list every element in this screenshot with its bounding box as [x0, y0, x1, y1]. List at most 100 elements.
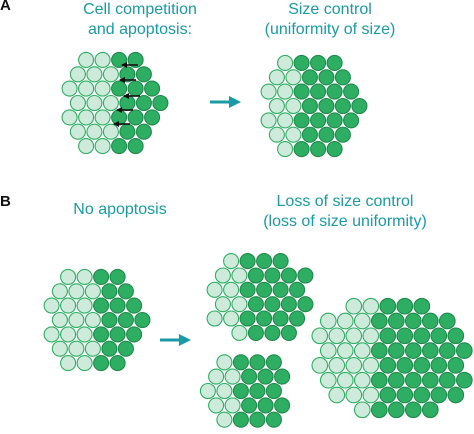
winner-cell [289, 281, 306, 298]
winner-cell [430, 386, 448, 404]
cluster-b-small-top [206, 253, 314, 341]
winner-cell [455, 342, 473, 359]
winner-cell [135, 123, 152, 140]
winner-cell [379, 297, 397, 315]
winner-cell [249, 411, 266, 428]
winner-cell [280, 267, 297, 284]
loser-cell [268, 126, 285, 143]
winner-cell [232, 411, 249, 428]
winner-cell [387, 371, 405, 389]
winner-cell [117, 340, 134, 357]
winner-cell [109, 355, 126, 372]
loser-cell [362, 327, 380, 345]
winner-cell [127, 80, 144, 97]
winner-cell [447, 386, 465, 404]
winner-cell [326, 112, 343, 129]
winner-cell [127, 138, 144, 155]
loser-cell [102, 66, 119, 83]
winner-cell [396, 386, 414, 404]
loser-cell [69, 94, 86, 112]
loser-cell [224, 397, 241, 414]
loser-cell [345, 297, 363, 315]
winner-cell [232, 382, 249, 400]
loser-cell [268, 69, 285, 86]
winner-cell [109, 297, 126, 314]
winner-cell [379, 386, 397, 404]
loser-cell [69, 66, 86, 83]
winner-cell [127, 51, 144, 68]
winner-cell [274, 397, 291, 414]
winner-cell [249, 354, 266, 371]
loser-cell [76, 355, 93, 372]
winner-cell [257, 368, 274, 385]
loser-cell [268, 97, 285, 115]
loser-cell [353, 371, 371, 389]
winner-cell [421, 312, 439, 330]
winner-cell [413, 297, 431, 315]
loser-cell [328, 386, 346, 404]
panel-b-left-caption-text: No apoptosis [73, 201, 167, 218]
winner-cell [109, 268, 126, 285]
winner-cell [93, 326, 110, 343]
panel-a-right-caption: Size control (uniformity of size) [240, 0, 420, 40]
winner-cell [297, 296, 314, 313]
loser-cell [208, 368, 225, 385]
winner-cell [101, 311, 118, 329]
loser-cell [94, 109, 111, 126]
winner-cell [239, 253, 256, 270]
winner-cell [343, 112, 360, 129]
winner-cell [144, 80, 161, 97]
winner-cell [438, 371, 456, 389]
winner-cell [101, 340, 118, 357]
winner-cell [239, 281, 256, 298]
loser-cell [43, 297, 60, 314]
loser-cell [78, 138, 95, 155]
winner-cell [232, 354, 249, 371]
loser-cell [214, 296, 231, 313]
loser-cell [311, 327, 329, 345]
arrow-b [160, 334, 191, 346]
loser-cell [224, 368, 241, 385]
winner-cell [455, 371, 473, 389]
cluster-a-competition [61, 51, 169, 155]
winner-cell [334, 69, 351, 86]
loser-cell [362, 357, 380, 374]
winner-cell [318, 69, 335, 86]
winner-cell [421, 371, 439, 389]
cluster-b-large [311, 297, 473, 419]
loser-cell [84, 283, 101, 300]
winner-cell [334, 97, 351, 115]
loser-cell [285, 126, 302, 143]
winner-cell [274, 368, 291, 385]
panel-b-label: B [0, 193, 11, 210]
winner-cell [379, 357, 397, 374]
winner-cell [301, 126, 318, 143]
winner-cell [447, 357, 465, 374]
loser-cell [102, 94, 119, 112]
winner-cell [256, 281, 273, 298]
loser-cell [260, 112, 277, 129]
winner-cell [430, 327, 448, 345]
winner-cell [117, 311, 134, 329]
winner-cell [351, 97, 368, 115]
winner-cell [272, 281, 289, 298]
winner-cell [387, 342, 405, 359]
panel-b-right-caption: Loss of size control (loss of size unifo… [220, 192, 470, 232]
winner-cell [447, 327, 465, 345]
loser-cell [260, 83, 277, 100]
loser-cell [78, 80, 95, 97]
loser-cell [60, 326, 77, 343]
winner-cell [265, 354, 282, 371]
loser-cell [68, 283, 85, 300]
winner-cell [289, 310, 306, 327]
loser-cell [76, 297, 93, 314]
loser-cell [216, 411, 233, 428]
loser-cell [69, 123, 86, 140]
loser-cell [60, 297, 77, 314]
loser-cell [277, 141, 294, 158]
winner-cell [134, 311, 151, 329]
winner-cell [387, 401, 405, 419]
loser-cell [51, 311, 68, 329]
loser-cell [86, 94, 103, 112]
